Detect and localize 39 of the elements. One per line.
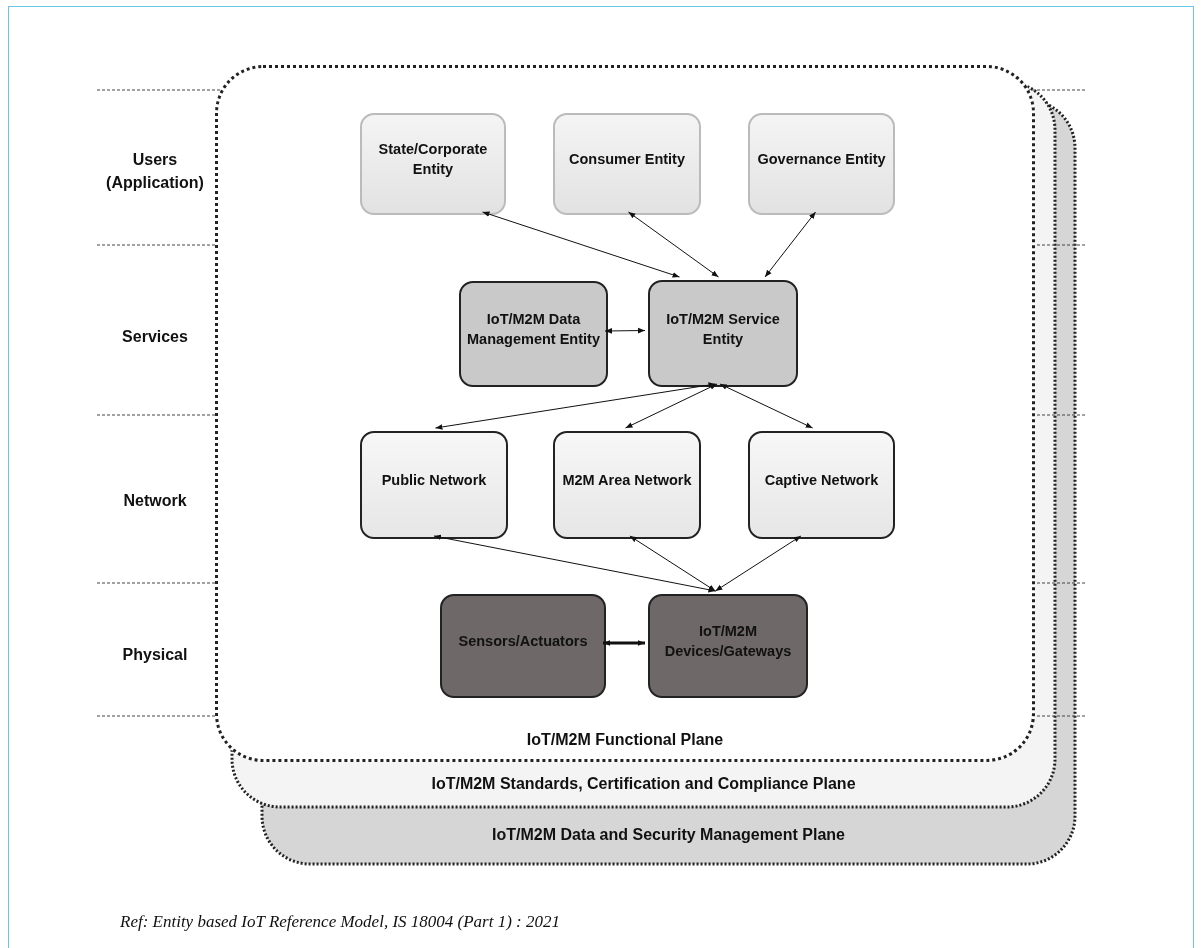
network-box xyxy=(360,431,508,539)
entity-label: Governance Entity xyxy=(756,150,887,170)
entity-label: Consumer Entity xyxy=(568,150,686,170)
layer-label: Users (Application) xyxy=(105,150,205,194)
layer-label: Network xyxy=(122,491,188,511)
reference-note: Ref: Entity based IoT Reference Model, IS 18004 (Part 1) : 2021 xyxy=(120,912,560,932)
arrow xyxy=(629,535,716,592)
layer-label: Physical xyxy=(121,645,189,665)
entity-label: Sensors/Actuators xyxy=(457,632,589,652)
entity-label: IoT/M2M Devices/Gateways xyxy=(663,622,793,661)
entity-label: M2M Area Network xyxy=(561,471,693,491)
arrow xyxy=(482,211,680,278)
layer-label: Services xyxy=(121,327,189,347)
entity-label: IoT/M2M Data Management Entity xyxy=(466,310,601,349)
plane-title: IoT/M2M Functional Plane xyxy=(526,730,724,751)
plane-title: IoT/M2M Standards, Certification and Compliance Plane xyxy=(431,774,856,795)
user-entity-box xyxy=(748,113,895,215)
arrow xyxy=(764,211,817,278)
arrow xyxy=(434,382,716,430)
arrow xyxy=(604,327,646,334)
arrow xyxy=(603,640,645,646)
physical-entity-box xyxy=(648,594,808,698)
network-box xyxy=(748,431,895,539)
physical-entity-box xyxy=(440,594,606,698)
entity-label: Captive Network xyxy=(763,471,880,491)
entity-label: Public Network xyxy=(380,471,488,491)
entity-label: IoT/M2M Service Entity xyxy=(665,309,781,349)
service-entity-box xyxy=(459,281,608,387)
arrow xyxy=(433,534,716,593)
network-box xyxy=(553,431,701,539)
arrow xyxy=(627,211,719,278)
plane-title: IoT/M2M Data and Security Management Plane xyxy=(492,825,845,846)
arrow xyxy=(719,383,814,429)
entity-label: State/Corporate Entity xyxy=(377,140,489,179)
service-entity-box xyxy=(648,280,798,387)
arrow xyxy=(625,383,718,429)
user-entity-box xyxy=(553,113,701,215)
user-entity-box xyxy=(360,113,506,215)
arrow xyxy=(714,535,802,592)
